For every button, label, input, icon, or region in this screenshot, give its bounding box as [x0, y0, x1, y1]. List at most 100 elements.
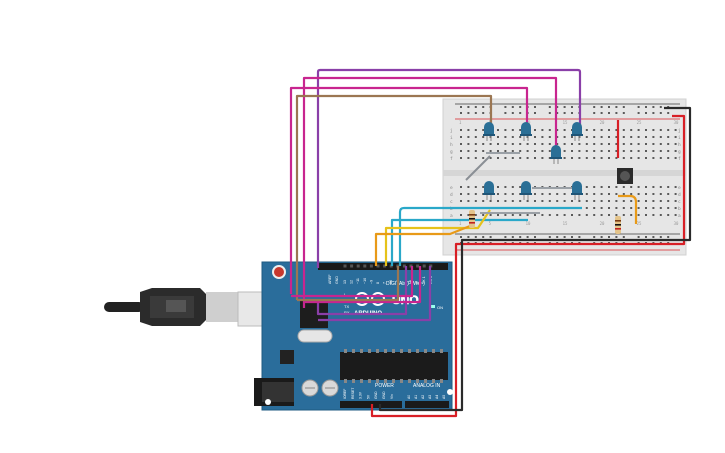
breadboard-hole[interactable] — [674, 214, 677, 216]
breadboard-hole[interactable] — [600, 157, 603, 159]
breadboard-hole[interactable] — [511, 106, 514, 108]
digital-pin[interactable] — [363, 264, 367, 268]
breadboard-hole[interactable] — [489, 200, 492, 202]
breadboard-hole[interactable] — [571, 112, 573, 114]
reset-button[interactable] — [272, 265, 286, 279]
breadboard-hole[interactable] — [637, 214, 640, 216]
breadboard-hole[interactable] — [652, 112, 655, 114]
breadboard-hole[interactable] — [482, 157, 485, 159]
breadboard-hole[interactable] — [615, 112, 618, 114]
wires[interactable] — [289, 68, 692, 418]
breadboard-hole[interactable] — [659, 207, 662, 209]
breadboard-hole[interactable] — [511, 136, 514, 138]
breadboard-hole[interactable] — [593, 150, 596, 152]
breadboard-hole[interactable] — [608, 200, 610, 202]
breadboard-hole[interactable] — [504, 143, 507, 145]
breadboard-hole[interactable] — [474, 200, 477, 202]
breadboard-hole[interactable] — [571, 236, 573, 238]
breadboard-hole[interactable] — [548, 236, 551, 238]
led[interactable] — [571, 122, 583, 141]
breadboard-hole[interactable] — [615, 186, 618, 188]
digital-pin[interactable] — [416, 264, 420, 268]
breadboard-hole[interactable] — [460, 200, 462, 202]
breadboard-hole[interactable] — [674, 157, 677, 159]
wire-purple-1[interactable] — [316, 68, 582, 268]
breadboard-hole[interactable] — [659, 143, 662, 145]
breadboard-hole[interactable] — [556, 106, 559, 108]
breadboard-hole[interactable] — [615, 193, 618, 195]
breadboard-hole[interactable] — [645, 143, 647, 145]
wire-brown[interactable] — [295, 94, 493, 300]
digital-header[interactable] — [318, 263, 448, 270]
breadboard-hole[interactable] — [608, 136, 610, 138]
breadboard-hole[interactable] — [637, 112, 640, 114]
breadboard-hole[interactable] — [541, 136, 544, 138]
breadboard-hole[interactable] — [600, 150, 603, 152]
breadboard-hole[interactable] — [474, 129, 477, 131]
breadboard-hole[interactable] — [659, 150, 662, 152]
breadboard-hole[interactable] — [504, 112, 507, 114]
breadboard-hole[interactable] — [563, 106, 566, 108]
breadboard-hole[interactable] — [645, 157, 647, 159]
breadboard-hole[interactable] — [585, 129, 588, 131]
breadboard-hole[interactable] — [556, 193, 559, 195]
breadboard-hole[interactable] — [541, 200, 544, 202]
breadboard-hole[interactable] — [578, 214, 581, 216]
breadboard-hole[interactable] — [615, 143, 618, 145]
breadboard-hole[interactable] — [652, 150, 655, 152]
breadboard-hole[interactable] — [556, 129, 559, 131]
breadboard-hole[interactable] — [467, 136, 470, 138]
breadboard-hole[interactable] — [593, 106, 596, 108]
digital-pin[interactable] — [356, 264, 360, 268]
breadboard-hole[interactable] — [556, 236, 559, 238]
led[interactable] — [571, 181, 583, 200]
breadboard-hole[interactable] — [593, 157, 596, 159]
breadboard-hole[interactable] — [504, 129, 507, 131]
breadboard-hole[interactable] — [674, 200, 677, 202]
leds[interactable] — [483, 122, 583, 200]
breadboard-hole[interactable] — [659, 106, 662, 108]
breadboard-hole[interactable] — [519, 236, 522, 238]
breadboard-hole[interactable] — [460, 193, 462, 195]
breadboard-hole[interactable] — [630, 207, 633, 209]
digital-pin[interactable] — [343, 264, 347, 268]
breadboard-hole[interactable] — [526, 157, 529, 159]
breadboard-hole[interactable] — [541, 150, 544, 152]
breadboard-hole[interactable] — [652, 143, 655, 145]
breadboard-hole[interactable] — [608, 129, 610, 131]
breadboard-hole[interactable] — [593, 143, 596, 145]
breadboard-hole[interactable] — [460, 214, 462, 216]
breadboard-hole[interactable] — [497, 143, 499, 145]
breadboard-hole[interactable] — [637, 236, 640, 238]
breadboard-hole[interactable] — [608, 150, 610, 152]
breadboard-hole[interactable] — [482, 112, 485, 114]
breadboard-hole[interactable] — [556, 136, 559, 138]
breadboard-hole[interactable] — [652, 214, 655, 216]
breadboard-hole[interactable] — [615, 207, 618, 209]
wire-orange-1[interactable] — [374, 224, 471, 266]
breadboard-hole[interactable] — [645, 214, 647, 216]
breadboard-hole[interactable] — [652, 157, 655, 159]
breadboard-hole[interactable] — [674, 136, 677, 138]
breadboard-hole[interactable] — [585, 186, 588, 188]
breadboard-hole[interactable] — [667, 193, 670, 195]
breadboard-hole[interactable] — [534, 214, 536, 216]
breadboard-hole[interactable] — [504, 236, 507, 238]
breadboard-hole[interactable] — [637, 186, 640, 188]
breadboard-hole[interactable] — [534, 143, 536, 145]
breadboard-hole[interactable] — [608, 157, 610, 159]
breadboard-hole[interactable] — [548, 157, 551, 159]
breadboard-hole[interactable] — [637, 143, 640, 145]
breadboard-hole[interactable] — [578, 200, 581, 202]
breadboard-hole[interactable] — [608, 106, 610, 108]
breadboard-hole[interactable] — [534, 157, 536, 159]
breadboard-hole[interactable] — [600, 106, 603, 108]
breadboard-hole[interactable] — [593, 186, 596, 188]
breadboard-hole[interactable] — [652, 236, 655, 238]
breadboard-hole[interactable] — [489, 150, 492, 152]
breadboard-hole[interactable] — [504, 150, 507, 152]
breadboard-hole[interactable] — [652, 207, 655, 209]
breadboard-hole[interactable] — [667, 157, 670, 159]
breadboard-hole[interactable] — [474, 106, 477, 108]
